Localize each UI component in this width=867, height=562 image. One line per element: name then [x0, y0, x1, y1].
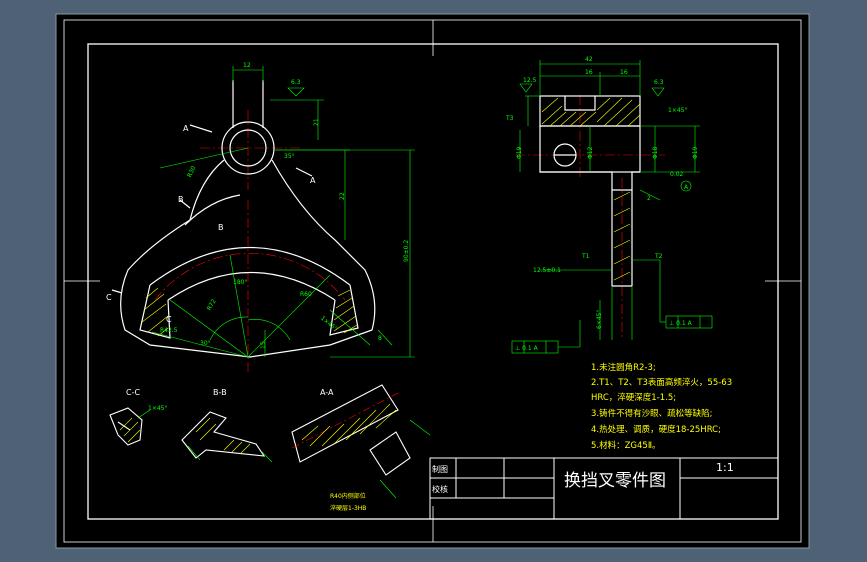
fv-dim-angle-top: 35° [284, 153, 295, 160]
sv-dim-t3: T3 [505, 115, 514, 122]
sv-dim-dia-mid: Φ12 [587, 146, 594, 159]
fv-section-a-right: A [310, 176, 316, 185]
note-4: 3.铸件不得有沙眼、疏松等缺陷; [591, 408, 712, 419]
section-aa-note-1: R40内侧部位 [330, 492, 366, 500]
title-block-drawn: 制图 [432, 464, 448, 474]
centering-marks [64, 20, 801, 542]
sv-dim-dia-far-right: Φ19 [692, 146, 699, 159]
fv-section-b-mark: B [178, 195, 184, 204]
section-aa-note-2: 淬硬层1-3HB [330, 504, 366, 512]
fv-dim-angle-center: 180° [233, 279, 247, 286]
section-cc-dim: 1×45° [148, 405, 167, 412]
note-5: 4.热处理、调质，硬度18-25HRC; [591, 424, 721, 435]
sv-dim-height-side: 6×45° [596, 310, 603, 329]
sv-dim-t2: T2 [654, 253, 663, 260]
sv-dim-mark-a: A [684, 184, 689, 191]
sv-dim-seg-left: 16 [585, 69, 593, 76]
sv-dim-seg-right: 16 [620, 69, 628, 76]
fv-section-b-mark2: B [218, 223, 224, 232]
note-3: HRC，淬硬深度1-1.5; [591, 392, 676, 403]
section-bb-title: B-B [213, 388, 227, 397]
sv-dim-total-width: 42 [585, 56, 593, 63]
drawing-scale: 1:1 [716, 461, 734, 474]
fv-dim-slot-width: 15 [260, 341, 267, 349]
fv-dim-vertical-long: 90±0.2 [403, 240, 410, 262]
sv-frame-right: ⊥ 0.1 A [669, 320, 693, 327]
sv-dim-dia-right: Φ18 [652, 146, 659, 159]
fv-dim-r-inner: R42.5 [160, 327, 178, 334]
note-2: 2.T1、T2、T3表面高频淬火，55-63 [591, 377, 732, 388]
section-cc-title: C-C [126, 388, 140, 397]
fv-dim-vertical-mid: 22 [339, 192, 346, 200]
section-cc: C-C 1×45° [109, 388, 167, 446]
fv-dim-angle-small: 30° [200, 340, 211, 347]
sv-frame-left: ⊥ 0.1 A [515, 345, 539, 352]
section-aa-title: A-A [320, 388, 334, 397]
sv-dim-chamfer: 1×45° [668, 107, 687, 114]
fv-section-c-inner: C [166, 315, 172, 324]
sv-dim-t1: T1 [581, 253, 590, 260]
sv-dim-width-label: 12.5±0.1 [533, 267, 561, 274]
technical-notes: 1.未注圆角R2-3; 2.T1、T2、T3表面高频淬火，55-63 HRC，淬… [591, 362, 732, 451]
front-view: 12 6.3 21 35° R30 22 90±0.2 R60 180° 30°… [106, 62, 415, 375]
note-6: 5.材料：ZG45Ⅱ。 [591, 440, 661, 451]
drawing-paper [55, 13, 810, 549]
fv-section-c-left: C [106, 293, 112, 302]
section-aa: A-A R40内侧部位 淬硬层1-3HB [291, 384, 431, 512]
sv-dim-dia-left: Φ19 [516, 146, 523, 159]
fv-dim-boss-height: 21 [313, 118, 320, 126]
fv-section-a-top: A [183, 124, 189, 133]
title-block: 制图 校核 换挡叉零件图 1:1 [429, 457, 779, 520]
fv-dim-arc-r: R60 [300, 291, 312, 298]
fv-dim-radius-r: R30 [186, 165, 197, 179]
section-bb: B-B [181, 388, 273, 463]
fv-dim-roughness: 6.3 [291, 79, 301, 86]
sv-dim-roughness-right: 6.3 [654, 79, 664, 86]
sv-dim-height-top: 12.5 [523, 77, 537, 84]
drawing-title: 换挡叉零件图 [564, 471, 666, 491]
side-view: 42 16 16 12.5 6.3 1×45° T3 Φ19 Φ12 Φ18 Φ… [505, 56, 713, 354]
title-block-checked: 校核 [432, 484, 448, 494]
note-1: 1.未注圆角R2-3; [591, 362, 656, 373]
sv-dim-tolerance: 0.02 [670, 171, 684, 178]
fv-dim-top-width: 12 [243, 62, 251, 69]
fv-dim-side: 8 [378, 335, 382, 342]
sv-dim-mark-2: 2 [647, 195, 651, 202]
